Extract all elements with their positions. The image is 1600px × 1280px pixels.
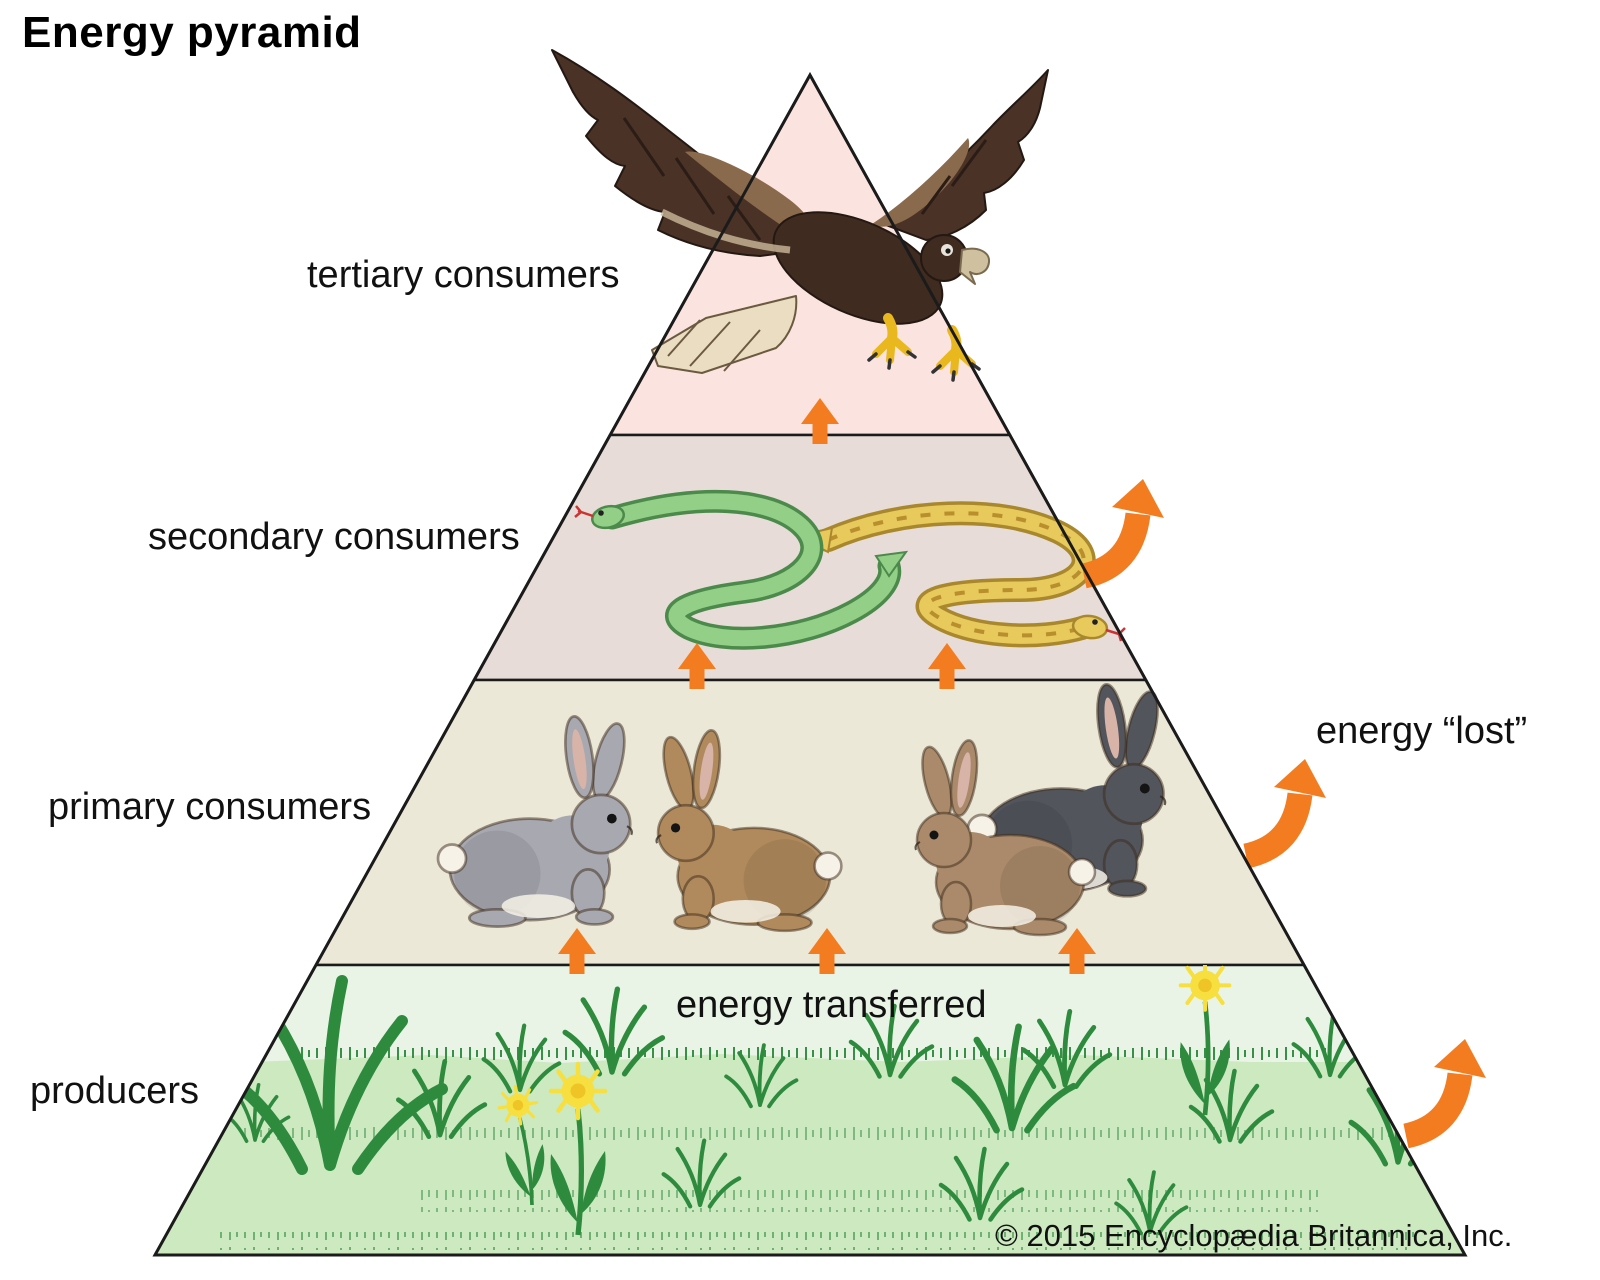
level-label-secondary: secondary consumers: [148, 516, 520, 558]
grass-texture-row: [240, 1120, 1465, 1140]
grass-texture-row: [220, 1232, 1420, 1250]
energy-lost-arrow: [1084, 479, 1164, 576]
energy-lost-arrow: [1406, 1039, 1486, 1136]
eagle-beak: [959, 247, 991, 285]
pyramid-outline: [152, 71, 1468, 1257]
annotation-energy-transferred: energy transferred: [676, 984, 987, 1026]
snake-tongue: [574, 505, 594, 518]
green-snake-illustration: [574, 489, 909, 650]
level-label-tertiary: tertiary consumers: [307, 254, 620, 296]
eagle-talons: [867, 313, 981, 382]
grass-texture-row: [420, 1190, 1320, 1212]
eagle-head: [920, 234, 968, 282]
level-label-producers: producers: [30, 1070, 199, 1112]
copyright-credit: © 2015 Encyclopædia Britannica, Inc.: [995, 1218, 1513, 1253]
grass-fringe: [290, 1040, 1330, 1066]
page-title: Energy pyramid: [22, 8, 362, 57]
level-label-primary: primary consumers: [48, 786, 372, 828]
grass-illustration: [155, 961, 1465, 1255]
energy-lost-arrow: [1246, 759, 1326, 856]
annotation-energy-lost: energy “lost”: [1316, 710, 1528, 752]
